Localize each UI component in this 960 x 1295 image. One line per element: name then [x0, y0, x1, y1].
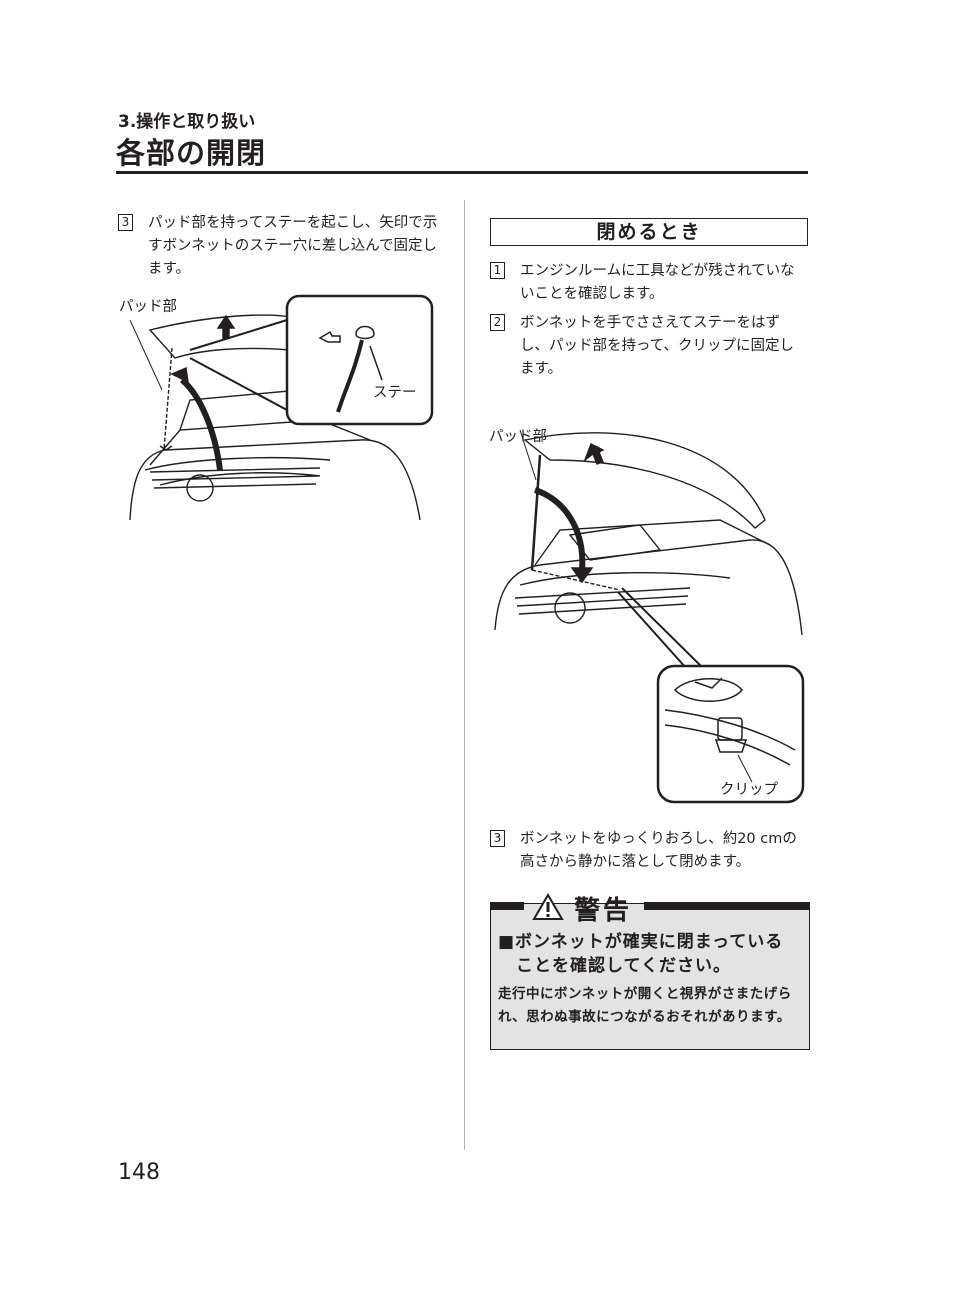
stay-label: ステー — [373, 385, 417, 401]
warning-box — [490, 903, 810, 1050]
step-text: パッド部を持ってステーを起こし、矢印で示すボンネットのステー穴に差し込んで固定し… — [148, 215, 438, 277]
step-text: ボンネットをゆっくりおろし、約20 cmの高さから静かに落として閉めます。 — [520, 831, 797, 870]
step-text: ボンネットを手でささえてステーをはずし、パッド部を持って、クリップに固定します。 — [520, 315, 795, 377]
right-step-2: 2 ボンネットを手でささえてステーをはずし、パッド部を持って、クリップに固定しま… — [490, 312, 808, 381]
warning-heading: ■ボンネットが確実に閉まっている ことを確認してください。 — [498, 930, 806, 978]
clip-label: クリップ — [720, 782, 778, 798]
warning-heading-line2: ことを確認してください。 — [516, 956, 731, 976]
closing-heading: 閉めるとき — [490, 218, 808, 246]
bonnet-open-illustration — [129, 294, 434, 521]
bonnet-close-illustration — [494, 429, 805, 804]
step-number: 3 — [118, 214, 133, 231]
warning-bar — [490, 902, 810, 910]
warning-body: 走行中にボンネットが開くと視界がさまたげられ、思わぬ事故につながるおそれがありま… — [498, 986, 792, 1025]
page-title: 各部の開閉 — [116, 136, 267, 170]
section-label: 3.操作と取り扱い — [118, 112, 256, 132]
left-step-3: 3 パッド部を持ってステーを起こし、矢印で示すボンネットのステー穴に差し込んで固… — [118, 212, 440, 281]
pad-label-right: パッド部 — [489, 429, 547, 445]
page-number: 148 — [118, 1160, 160, 1185]
step-text: エンジンルームに工具などが残されていないことを確認します。 — [520, 263, 795, 302]
column-divider — [464, 200, 465, 1150]
title-rule — [116, 171, 808, 174]
warning-triangle-icon — [532, 893, 564, 920]
warning-title: 警告 — [574, 896, 633, 926]
warning-heading-line1: ■ボンネットが確実に閉まっている — [498, 932, 784, 952]
right-step-3: 3 ボンネットをゆっくりおろし、約20 cmの高さから静かに落として閉めます。 — [490, 828, 808, 874]
step-number: 1 — [490, 262, 505, 279]
step-number: 2 — [490, 314, 505, 331]
right-step-1: 1 エンジンルームに工具などが残されていないことを確認します。 — [490, 260, 808, 306]
step-number: 3 — [490, 830, 505, 847]
pad-label: パッド部 — [119, 299, 177, 315]
